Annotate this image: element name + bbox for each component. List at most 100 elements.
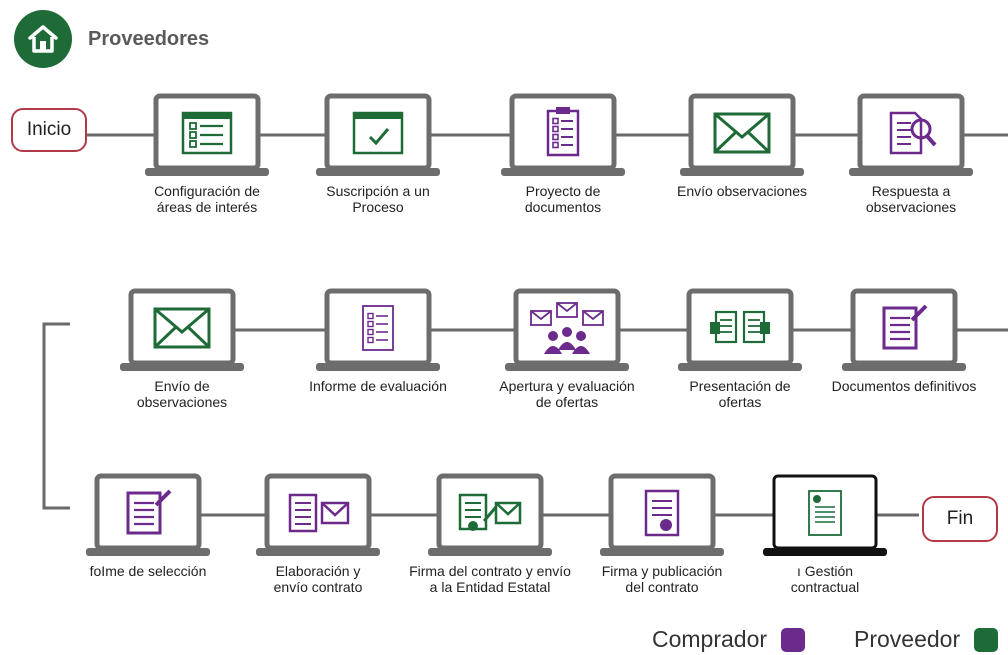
laptop-base	[316, 363, 440, 371]
step-4-label: Envío observaciones	[652, 183, 832, 199]
step-10-laptop	[842, 288, 966, 371]
step-11-label: foIme de selección	[58, 563, 238, 579]
document-pen-icon	[882, 304, 928, 350]
envelope-icon	[153, 307, 211, 349]
laptop-base	[120, 363, 244, 371]
laptop-base	[256, 548, 380, 556]
step-14-laptop	[600, 473, 724, 556]
home-logo-icon	[14, 10, 72, 68]
step-label-line2: a la Entidad Estatal	[429, 579, 551, 595]
step-label-line2: áreas de interés	[156, 199, 258, 215]
laptop-base	[763, 548, 887, 556]
step-5-laptop	[849, 93, 973, 176]
laptop-screen	[153, 93, 261, 171]
contract-management-icon	[808, 490, 842, 536]
step-10-label: Documentos definitivos	[814, 378, 994, 394]
step-label-line1: ı Gestión	[796, 563, 854, 579]
end-node: Fin	[922, 496, 998, 542]
envelope-icon	[713, 112, 771, 154]
page-header: Proveedores	[14, 10, 209, 68]
step-label-line1: Elaboración y	[275, 563, 361, 579]
step-label-line2: documentos	[524, 199, 602, 215]
laptop-screen	[264, 473, 372, 551]
step-label-line1: Suscripción a un	[326, 183, 430, 199]
step-label-line1: Presentación de	[689, 378, 791, 394]
laptop-base	[678, 363, 802, 371]
step-8-laptop	[505, 288, 629, 371]
step-label-line1: Respuesta a	[871, 183, 951, 199]
step-label-line1: Informe de evaluación	[309, 378, 447, 394]
step-label-line2: envío contrato	[273, 579, 363, 595]
step-6-laptop	[120, 288, 244, 371]
form-icon	[181, 111, 233, 155]
legend-comprador-label: Comprador	[652, 626, 768, 652]
step-9-laptop	[678, 288, 802, 371]
step-label-line1: Documentos definitivos	[831, 378, 977, 394]
certificate-icon	[644, 489, 680, 537]
laptop-screen	[324, 288, 432, 366]
clipboard-icon	[546, 107, 580, 157]
legend-comprador: Comprador	[652, 626, 806, 653]
step-3-laptop	[501, 93, 625, 176]
signed-contract-icon	[458, 493, 522, 531]
step-1-laptop	[145, 93, 269, 176]
laptop-base	[428, 548, 552, 556]
step-label-line1: Envío observaciones	[677, 183, 807, 199]
laptop-screen	[608, 473, 716, 551]
group-envelopes-icon	[530, 302, 604, 354]
doc-envelope-icon	[288, 493, 350, 533]
step-label-line1: Configuración de	[154, 183, 260, 199]
step-label-line1: Proyecto de	[525, 183, 601, 199]
laptop-base	[842, 363, 966, 371]
step-label-line1: Firma del contrato y envío	[409, 563, 571, 579]
step-label-line2: contractual	[790, 579, 860, 595]
laptop-base	[849, 168, 973, 176]
step-4-laptop	[680, 93, 804, 176]
step-label-line2: ofertas	[718, 394, 762, 410]
step-11-laptop	[86, 473, 210, 556]
laptop-base	[600, 548, 724, 556]
report-icon	[362, 305, 394, 351]
laptop-base	[316, 168, 440, 176]
laptop-base	[145, 168, 269, 176]
step-12-laptop	[256, 473, 380, 556]
comprador-swatch-icon	[781, 627, 806, 652]
document-search-icon	[889, 111, 937, 155]
checkmark-icon	[352, 111, 404, 155]
legend-proveedor-label: Proveedor	[854, 626, 961, 652]
step-label-line2: observaciones	[136, 394, 228, 410]
step-2-laptop	[316, 93, 440, 176]
laptop-base	[680, 168, 804, 176]
step-label-line1: Envío de	[154, 378, 210, 394]
step-label-line2: observaciones	[865, 199, 957, 215]
document-pen-icon	[126, 489, 172, 535]
laptop-base	[501, 168, 625, 176]
laptop-screen	[128, 288, 236, 366]
offers-icon	[710, 310, 770, 344]
step-label-line2: de ofertas	[535, 394, 599, 410]
start-node: Inicio	[11, 108, 87, 152]
laptop-screen	[850, 288, 958, 366]
laptop-screen	[688, 93, 796, 171]
laptop-screen	[324, 93, 432, 171]
step-7-laptop	[316, 288, 440, 371]
step-label-line1: Firma y publicación	[601, 563, 723, 579]
step-label-line1: foIme de selección	[89, 563, 207, 579]
laptop-base	[86, 548, 210, 556]
page-title: Proveedores	[88, 27, 210, 50]
step-15-laptop	[763, 474, 887, 556]
step-label-line2: del contrato	[625, 579, 699, 595]
row-bracket	[42, 322, 70, 510]
proveedor-swatch-icon	[974, 627, 999, 652]
